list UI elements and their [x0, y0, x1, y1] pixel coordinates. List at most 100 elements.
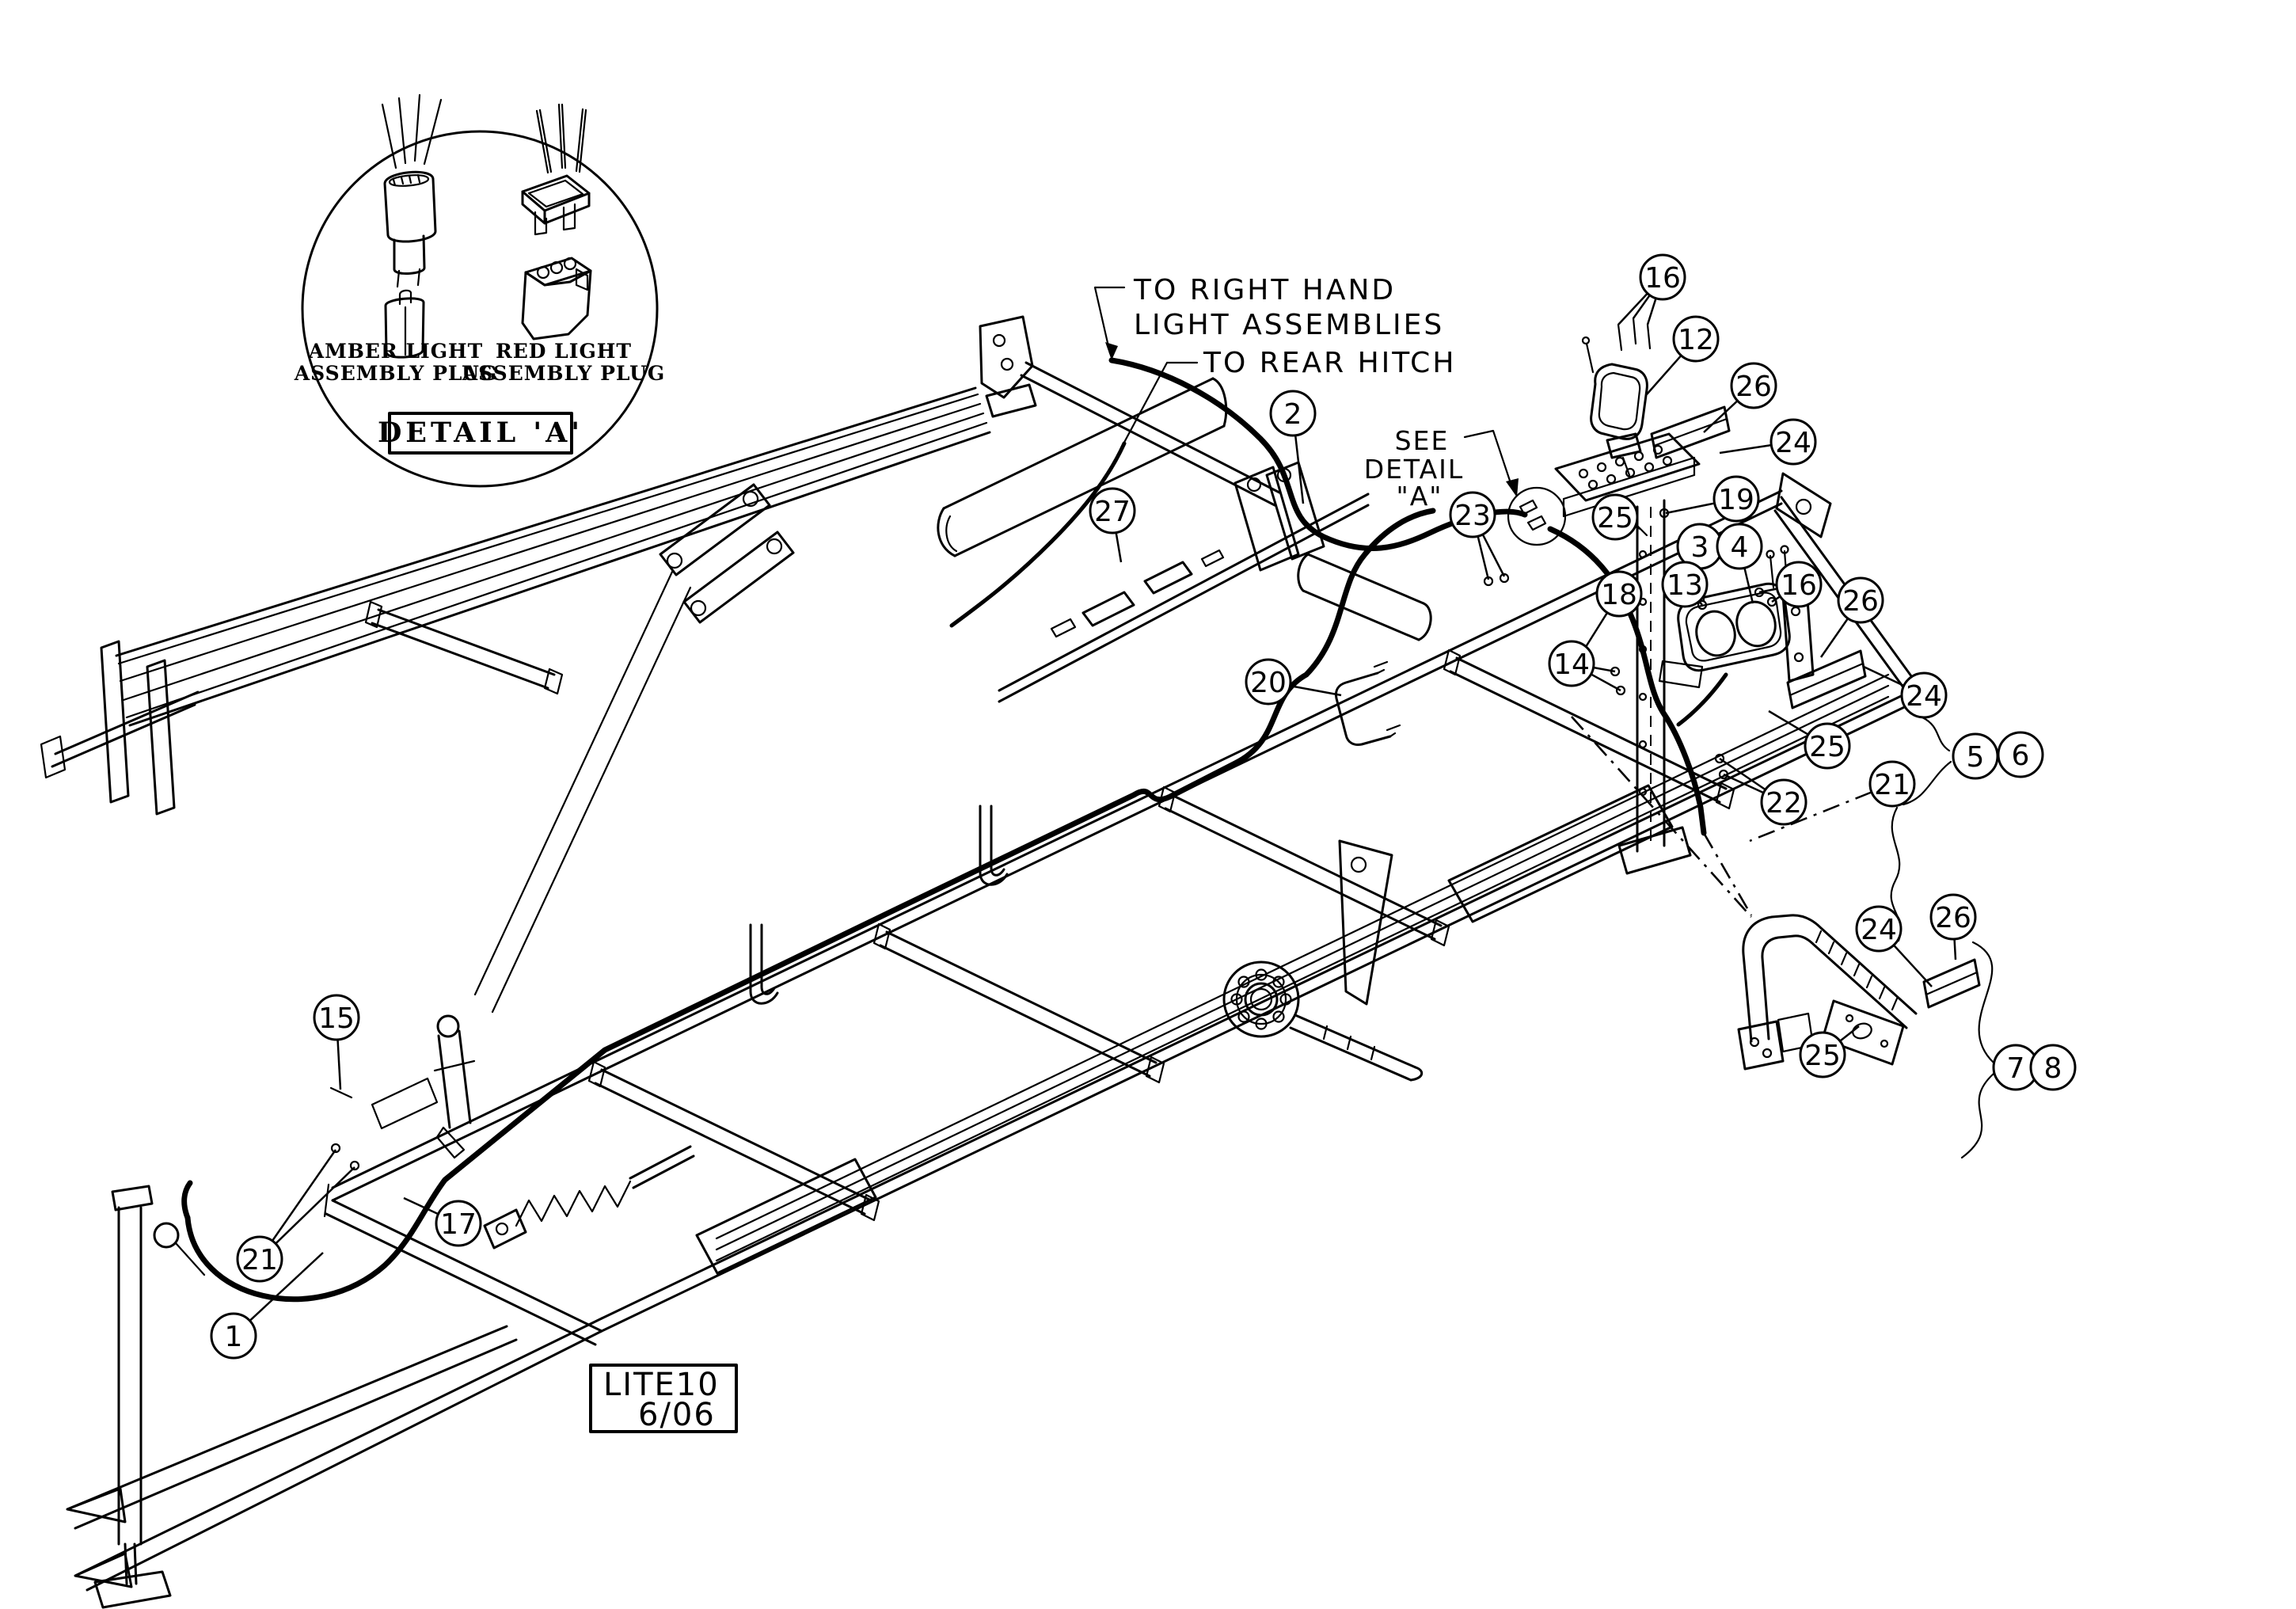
mount-plate-part	[1625, 467, 1636, 478]
tail-light-assembly-part	[1735, 600, 1777, 648]
reflector-strips-part	[1650, 405, 1731, 459]
wing-tubes-part	[40, 735, 67, 779]
wire-harness-part	[1571, 716, 1752, 918]
wheel-hub-part	[1237, 976, 1250, 988]
rockshaft-tube-part	[945, 515, 958, 553]
callout-16-circle	[1775, 561, 1823, 608]
callout-24: 24	[1863, 665, 1948, 719]
callout-21-leader	[271, 1149, 337, 1242]
channel-mast-part	[1617, 826, 1692, 875]
callout-21-number: 21	[241, 1244, 278, 1276]
wire-harness-part	[1702, 832, 1753, 916]
rockshaft-tube-part	[937, 377, 1228, 557]
callout-16-leader	[1758, 588, 1777, 594]
grouping-braces-part	[1902, 760, 1952, 806]
rockshaft-tube-part	[1265, 461, 1325, 561]
callout-26: 26	[1819, 576, 1884, 658]
label-to-right-hand-line2: LIGHT ASSEMBLIES	[1134, 309, 1444, 341]
callout-22: 22	[1719, 757, 1808, 826]
callout-23: 23	[1449, 491, 1506, 580]
callout-18-circle	[1595, 570, 1643, 618]
jack-stand-part	[117, 1206, 143, 1546]
fastener-dots-part	[330, 1143, 341, 1154]
callout-18-number: 18	[1601, 579, 1637, 611]
wheel-hub-part	[1237, 1010, 1250, 1023]
wheel-hub-part	[1289, 1014, 1417, 1082]
wheel-hub-part	[1255, 968, 1268, 981]
conduit-arm-part	[1815, 930, 1899, 1011]
tail-light-assembly-part	[1676, 672, 1728, 727]
callout-22-leader	[1719, 757, 1766, 791]
u-bolt-part	[1335, 671, 1392, 746]
wing-tubes-part	[146, 659, 176, 816]
see-detail-leader	[1463, 429, 1514, 489]
callout-24-circle	[1770, 418, 1817, 466]
callout-26-leader	[1953, 938, 1957, 960]
callout-27: 27	[1089, 487, 1136, 563]
wheel-hub-part	[1272, 976, 1285, 988]
frame-structure-part	[1447, 784, 1674, 923]
turnbuckle-part	[433, 1059, 476, 1072]
callout-25-number: 25	[1809, 731, 1846, 763]
callout-20-number: 20	[1250, 667, 1287, 699]
red-plug-drawing-part	[521, 174, 591, 212]
tail-light-assembly-part	[1658, 660, 1704, 689]
amber-lamp-assembly-part	[1581, 336, 1591, 345]
amber-plug-drawing-part	[398, 289, 412, 306]
label-see-detail-line1: SEE	[1395, 425, 1450, 456]
cross-members-part	[594, 1068, 872, 1215]
mount-plate-part	[1633, 451, 1644, 462]
wheel-hub-part	[1338, 839, 1393, 1006]
mast-plate-part	[1020, 361, 1281, 507]
frame-structure-part	[1081, 591, 1135, 627]
tail-light-assembly-part	[1793, 652, 1804, 663]
callout-14-circle	[1548, 640, 1595, 687]
lift-arms-part	[682, 531, 795, 624]
spring-linkage-part	[495, 1222, 509, 1236]
frame-structure-part	[979, 804, 1009, 886]
tail-light-assembly-part	[1790, 606, 1801, 617]
callout-17: 17	[403, 1196, 482, 1247]
label-to-rear-hitch: TO REAR HITCH	[1203, 347, 1456, 379]
callout-8: 8	[2029, 1044, 2077, 1091]
mast-plate	[979, 315, 1281, 507]
callout-24-number: 24	[1906, 680, 1942, 713]
reflector-strips-part	[1789, 662, 1865, 697]
callout-26: 26	[1929, 893, 1977, 960]
mast-plate-part	[985, 383, 1037, 418]
callout-19-leader	[1665, 502, 1715, 515]
frame-structure-part	[1775, 472, 1832, 538]
lift-arms-part	[666, 552, 683, 569]
callout-18: 18	[1579, 570, 1643, 656]
callout-23-leader	[1481, 534, 1506, 577]
mount-plate-part	[1578, 468, 1589, 479]
frame-structure-part	[323, 1183, 330, 1218]
callout-22-circle	[1760, 778, 1808, 826]
callout-15: 15	[313, 994, 360, 1090]
wing-tubes-part	[115, 386, 991, 727]
amber-plug-drawing	[381, 93, 443, 359]
lift-arms-part	[473, 569, 692, 1014]
callout-27-leader	[1115, 532, 1123, 563]
callout-15-number: 15	[318, 1002, 355, 1035]
callout-6-number: 6	[2012, 740, 2030, 772]
callout-20: 20	[1245, 658, 1342, 706]
callout-24-leader	[1719, 443, 1772, 455]
fastener-dots-part	[1714, 753, 1725, 764]
callout-2: 2	[1269, 390, 1317, 504]
callout-25-circle	[1591, 493, 1639, 541]
callout-27-circle	[1089, 487, 1136, 534]
cross-members-part	[879, 930, 1158, 1078]
channel-mast	[1617, 499, 1692, 875]
frame-structure-part	[749, 923, 779, 1005]
spring-linkage-part	[629, 1145, 695, 1189]
callout-26-number: 26	[1735, 371, 1772, 403]
amber-plug-drawing-part	[384, 297, 425, 359]
amber-plug-drawing-part	[413, 93, 421, 162]
callout-16: 16	[1617, 253, 1686, 325]
amber-plug-label-line2: ASSEMBLY PLUG	[294, 362, 498, 385]
callout-4-circle	[1716, 523, 1763, 570]
callout-1-leader	[249, 1252, 324, 1322]
wing-tubes-part	[364, 600, 564, 695]
